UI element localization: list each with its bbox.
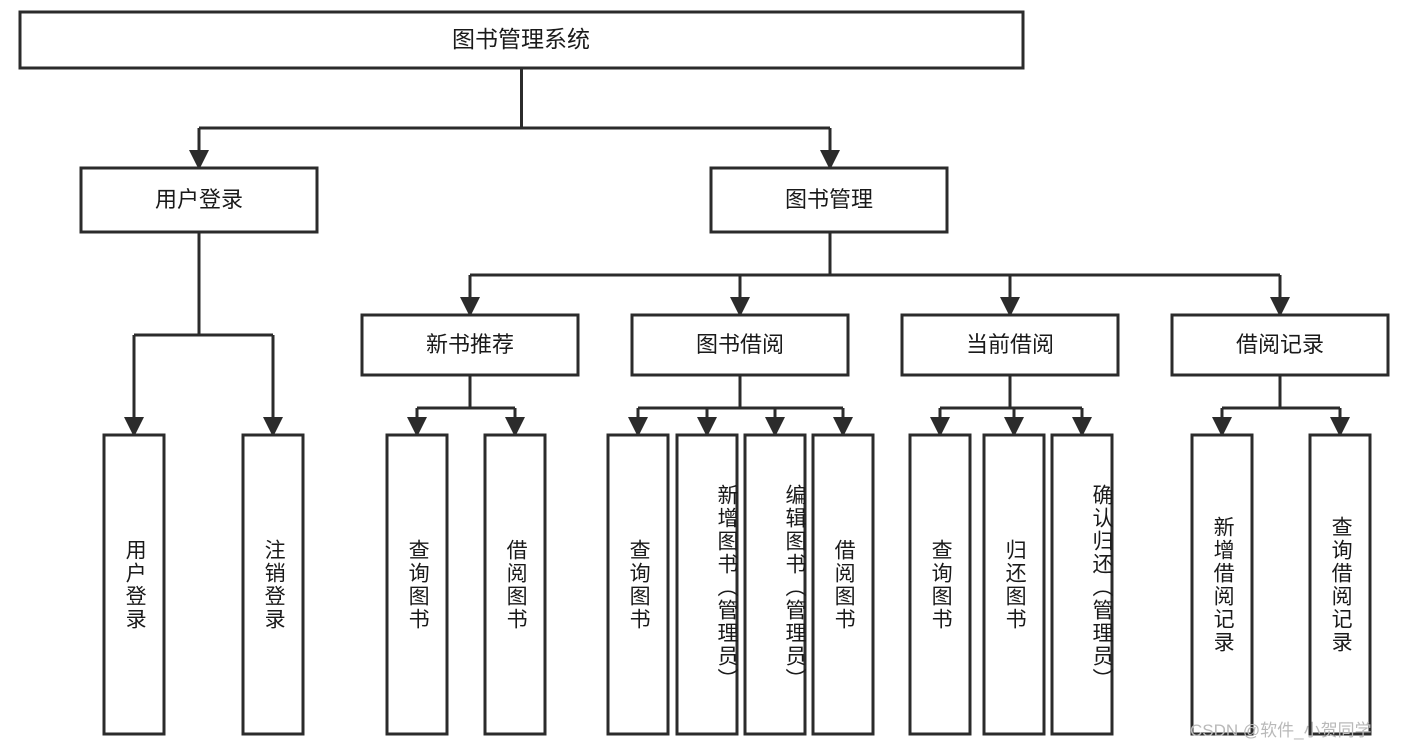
node-user-login-box[interactable] bbox=[79, 166, 319, 234]
arrowhead-book-borrow bbox=[730, 297, 750, 317]
arrowhead-leaf-borrow-book-2 bbox=[833, 417, 853, 437]
arrowhead-new-book-recommend bbox=[460, 297, 480, 317]
arrowhead-leaf-query-book-2 bbox=[628, 417, 648, 437]
leaf-boxes-layer bbox=[102, 433, 1372, 736]
csdn-watermark: CSDN @软件_小贺同学 bbox=[1190, 721, 1372, 740]
node-book-manage-box[interactable] bbox=[709, 166, 949, 234]
arrowhead-leaf-edit-book-admin bbox=[765, 417, 785, 437]
node-leaf-borrow-book-2-box[interactable] bbox=[811, 433, 875, 736]
node-borrow-record-label: 借阅记录 bbox=[1236, 332, 1324, 357]
node-new-book-recommend[interactable]: 新书推荐 bbox=[360, 313, 580, 377]
arrowhead-leaf-confirm-return-admin bbox=[1072, 417, 1092, 437]
arrowhead-borrow-record bbox=[1270, 297, 1290, 317]
arrowhead-leaf-query-book-3 bbox=[930, 417, 950, 437]
arrowhead-leaf-query-borrow-record bbox=[1330, 417, 1350, 437]
node-book-manage-label: 图书管理 bbox=[785, 187, 873, 212]
arrowhead-current-borrow bbox=[1000, 297, 1020, 317]
node-leaf-query-borrow-record-box[interactable] bbox=[1308, 433, 1372, 736]
node-user-login-label: 用户登录 bbox=[155, 187, 243, 212]
node-leaf-query-book-3-box[interactable] bbox=[908, 433, 972, 736]
node-new-book-recommend-label: 新书推荐 bbox=[426, 332, 514, 357]
node-current-borrow-label: 当前借阅 bbox=[966, 332, 1054, 357]
node-leaf-edit-book-admin-box[interactable] bbox=[743, 433, 807, 736]
arrowhead-leaf-add-book-admin bbox=[697, 417, 717, 437]
node-leaf-borrow-book-1-box[interactable] bbox=[483, 433, 547, 736]
arrowhead-leaf-user-logout bbox=[263, 417, 283, 437]
arrowhead-book-manage bbox=[820, 150, 840, 170]
arrowhead-leaf-user-login bbox=[124, 417, 144, 437]
arrowhead-leaf-borrow-book-1 bbox=[505, 417, 525, 437]
arrowhead-user-login bbox=[189, 150, 209, 170]
arrowhead-leaf-add-borrow-record bbox=[1212, 417, 1232, 437]
nodes-layer: 图书管理系统 用户登录 图书管理 新书推荐 图书借阅 当前 bbox=[18, 10, 1390, 736]
node-leaf-user-login-box[interactable] bbox=[102, 433, 166, 736]
arrowhead-leaf-query-book-1 bbox=[407, 417, 427, 437]
node-leaf-confirm-return-admin-box[interactable] bbox=[1050, 433, 1114, 736]
node-book-borrow[interactable]: 图书借阅 bbox=[630, 313, 850, 377]
node-leaf-add-borrow-record-box[interactable] bbox=[1190, 433, 1254, 736]
arrowhead-leaf-return-book bbox=[1004, 417, 1024, 437]
node-current-borrow[interactable]: 当前借阅 bbox=[900, 313, 1120, 377]
node-book-manage[interactable]: 图书管理 bbox=[709, 166, 949, 234]
node-book-borrow-box[interactable] bbox=[630, 313, 850, 377]
node-root-label: 图书管理系统 bbox=[452, 26, 590, 52]
node-borrow-record-box[interactable] bbox=[1170, 313, 1390, 377]
arrowheads-layer bbox=[124, 150, 1350, 437]
node-leaf-query-book-2-box[interactable] bbox=[606, 433, 670, 736]
node-leaf-query-book-1-box[interactable] bbox=[385, 433, 449, 736]
node-new-book-recommend-box[interactable] bbox=[360, 313, 580, 377]
node-root[interactable]: 图书管理系统 bbox=[18, 10, 1025, 70]
node-leaf-user-logout-box[interactable] bbox=[241, 433, 305, 736]
node-book-borrow-label: 图书借阅 bbox=[696, 332, 784, 357]
node-current-borrow-box[interactable] bbox=[900, 313, 1120, 377]
node-borrow-record[interactable]: 借阅记录 bbox=[1170, 313, 1390, 377]
node-user-login[interactable]: 用户登录 bbox=[79, 166, 319, 234]
node-leaf-add-book-admin-box[interactable] bbox=[675, 433, 739, 736]
node-leaf-return-book-box[interactable] bbox=[982, 433, 1046, 736]
node-root-box[interactable] bbox=[18, 10, 1025, 70]
